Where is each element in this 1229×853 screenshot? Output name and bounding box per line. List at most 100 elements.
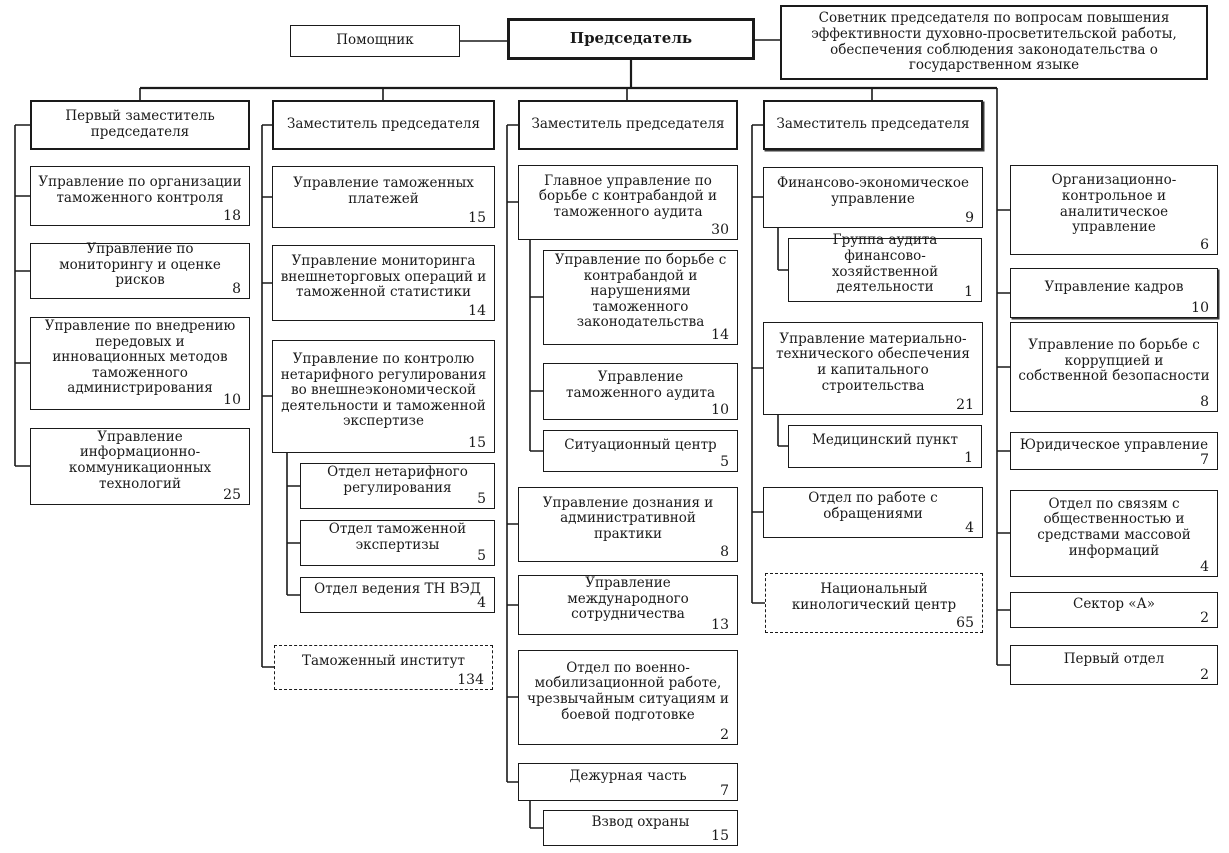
staff-count: 8 [1200, 394, 1209, 411]
org-unit-box: Группа аудита финансово-хозяйственной де… [788, 232, 982, 302]
org-unit-box: Управление информационно-коммуникационны… [30, 428, 250, 505]
org-unit-box: Первый отдел 2 [1010, 645, 1218, 685]
staff-count: 5 [477, 548, 486, 565]
org-unit-label: Отдел ведения ТН ВЭД [314, 580, 481, 597]
org-unit-label: Управление по борьбе с контрабандой и на… [554, 251, 727, 331]
staff-count: 1 [964, 284, 973, 301]
org-unit-box-dashed: Национальный кинологический центр 65 [765, 573, 983, 633]
org-unit-label: Главное управление по борьбе с контрабан… [538, 172, 718, 220]
org-unit-label: Отдел по военно-мобилизационной работе, … [527, 659, 729, 723]
org-unit-box-dashed: Таможенный институт 134 [274, 645, 493, 690]
staff-count: 134 [457, 672, 484, 689]
org-unit-label: Управление материально-технического обес… [776, 330, 970, 394]
org-unit-box: Медицинский пункт 1 [788, 425, 982, 468]
org-unit-label: Ситуационный центр [564, 436, 717, 453]
org-unit-label: Отдел нетарифного регулирования [327, 463, 468, 496]
staff-count: 6 [1200, 237, 1209, 254]
staff-count: 15 [468, 435, 486, 452]
staff-count: 2 [1200, 610, 1209, 627]
deputy4-label: Заместитель председателя [776, 116, 970, 133]
org-unit-label: Сектор «А» [1072, 595, 1156, 612]
chairman-label: Председатель [569, 29, 693, 48]
staff-count: 25 [223, 487, 241, 504]
org-unit-box: Сектор «А» 2 [1010, 592, 1218, 628]
assistant-box: Помощник [290, 25, 460, 57]
org-unit-box: Отдел по связям с общественностью и сред… [1010, 490, 1218, 577]
org-unit-label: Управление по контролю нетарифного регул… [280, 350, 487, 430]
staff-count: 1 [964, 450, 973, 467]
deputy1-label: Первый заместитель председателя [65, 108, 215, 140]
org-unit-label: Первый отдел [1063, 650, 1165, 667]
staff-count: 10 [1191, 300, 1209, 317]
org-unit-box: Отдел по работе с обращениями 4 [763, 487, 983, 538]
chairman-box: Председатель [507, 18, 755, 60]
org-unit-label: Дежурная часть [569, 767, 687, 784]
org-unit-box: Главное управление по борьбе с контрабан… [518, 165, 738, 240]
org-unit-label: Управление таможенного аудита [566, 369, 715, 401]
org-unit-box: Управление материально-технического обес… [763, 322, 983, 415]
org-unit-label: Медицинский пункт [812, 432, 958, 449]
org-unit-box: Организационно-контрольное и аналитическ… [1010, 165, 1218, 255]
org-unit-box: Отдел по военно-мобилизационной работе, … [518, 650, 738, 745]
staff-count: 10 [711, 402, 729, 419]
org-unit-box: Взвод охраны 15 [543, 810, 738, 846]
org-unit-box: Управление по организации таможенного ко… [30, 166, 250, 226]
org-unit-box: Отдел нетарифного регулирования 5 [300, 463, 495, 509]
org-unit-box: Юридическое управление 7 [1010, 432, 1218, 470]
org-unit-box: Дежурная часть 7 [518, 763, 738, 801]
staff-count: 7 [1200, 452, 1209, 469]
staff-count: 14 [711, 327, 729, 344]
staff-count: 4 [1200, 559, 1209, 576]
deputy3-header: Заместитель председателя [518, 100, 738, 150]
advisor-label: Советник председателя по вопросам повыше… [811, 10, 1177, 74]
staff-count: 30 [711, 222, 729, 239]
org-unit-label: Юридическое управление [1019, 436, 1209, 453]
org-unit-label: Группа аудита финансово-хозяйственной де… [831, 232, 939, 296]
staff-count: 2 [720, 727, 729, 744]
deputy1-header: Первый заместитель председателя [30, 100, 250, 150]
staff-count: 9 [965, 210, 974, 227]
staff-count: 15 [468, 210, 486, 227]
org-unit-label: Управление мониторинга внешнеторговых оп… [280, 253, 487, 301]
org-unit-box: Управление международного сотрудничества… [518, 575, 738, 635]
org-unit-label: Организационно-контрольное и аналитическ… [1051, 172, 1177, 236]
org-unit-label: Взвод охраны [591, 813, 690, 830]
org-unit-label: Управление таможенных платежей [293, 174, 474, 207]
org-unit-label: Отдел по связям с общественностью и сред… [1037, 495, 1191, 559]
staff-count: 7 [720, 783, 729, 800]
org-unit-label: Управление по борьбе с коррупцией и собс… [1018, 337, 1210, 385]
staff-count: 4 [965, 520, 974, 537]
org-unit-label: Национальный кинологический центр [791, 580, 957, 613]
org-unit-box: Управление таможенного аудита 10 [543, 363, 738, 420]
org-unit-box: Управление по борьбе с контрабандой и на… [543, 250, 738, 345]
staff-count: 2 [1200, 667, 1209, 684]
org-unit-label: Отдел по работе с обращениями [808, 490, 938, 522]
staff-count: 8 [232, 281, 241, 298]
org-unit-label: Управление информационно-коммуникационны… [68, 428, 212, 492]
staff-count: 18 [223, 208, 241, 225]
org-unit-box: Управление по внедрению передовых и инно… [30, 317, 250, 410]
org-unit-label: Таможенный институт [301, 653, 466, 670]
org-unit-label: Управление по организации таможенного ко… [38, 173, 242, 206]
org-unit-label: Управление кадров [1044, 278, 1184, 295]
staff-count: 21 [956, 397, 974, 414]
staff-count: 15 [711, 828, 729, 845]
org-unit-box: Управление по борьбе с коррупцией и собс… [1010, 322, 1218, 412]
deputy2-header: Заместитель председателя [272, 100, 495, 150]
staff-count: 65 [956, 615, 974, 632]
advisor-box: Советник председателя по вопросам повыше… [780, 5, 1208, 80]
deputy3-label: Заместитель председателя [531, 116, 725, 133]
staff-count: 14 [468, 303, 486, 320]
org-unit-label: Управление по внедрению передовых и инно… [44, 317, 236, 397]
assistant-label: Помощник [336, 32, 414, 49]
org-unit-box: Ситуационный центр 5 [543, 430, 738, 472]
staff-count: 8 [720, 544, 729, 561]
org-unit-box: Управление кадров 10 [1010, 268, 1218, 318]
org-unit-label: Отдел таможенной экспертизы [328, 520, 467, 553]
org-unit-box: Управление дознания и административной п… [518, 487, 738, 562]
org-unit-box: Отдел таможенной экспертизы 5 [300, 520, 495, 566]
org-unit-label: Управление дознания и административной п… [542, 494, 714, 542]
org-unit-box: Финансово-экономическое управление 9 [763, 167, 983, 228]
